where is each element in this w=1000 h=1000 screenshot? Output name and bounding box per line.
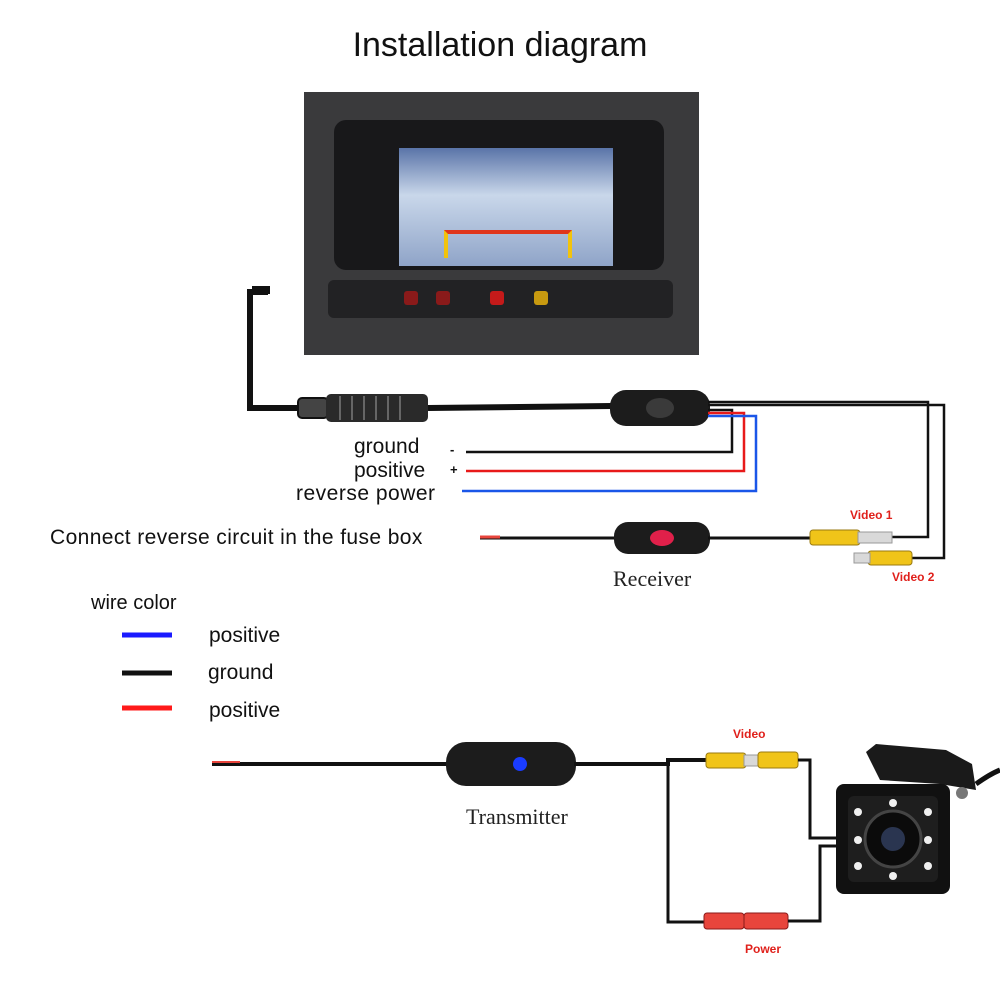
video1-label: Video 1	[850, 508, 893, 522]
camera-video-rca	[705, 752, 747, 769]
video2-wire	[708, 403, 946, 560]
unlock-icon	[436, 291, 450, 305]
page-title: Installation diagram	[352, 26, 648, 64]
ground-label: ground	[354, 435, 420, 458]
fuse-box-instruction: Connect reverse circuit in the fuse box	[50, 526, 423, 549]
main-cable	[427, 403, 613, 411]
video2-label: Video 2	[892, 570, 935, 584]
transmitter-unit	[446, 742, 576, 786]
parking-guide-lines	[444, 230, 572, 258]
hazard-icon	[490, 291, 504, 305]
positive-label: positive	[354, 459, 426, 482]
rear-camera	[836, 744, 1000, 894]
dashboard-monitor-image	[304, 92, 699, 355]
transmitter-output-cable	[574, 758, 710, 766]
reverse-power-label: reverse power	[296, 482, 436, 505]
positive-sign: +	[450, 462, 458, 477]
monitor-cable	[247, 289, 300, 411]
video-label: Video	[733, 727, 766, 741]
receiver-label: Receiver	[613, 566, 692, 591]
reverse-power-wire	[462, 414, 758, 493]
positive-wire	[466, 411, 746, 473]
video1-wire	[708, 400, 930, 539]
ground-wire	[466, 408, 734, 454]
video2-rca-connector	[867, 550, 913, 566]
power-label: Power	[745, 942, 782, 956]
receiver-led	[650, 530, 674, 546]
transmitter-power-loop	[666, 760, 706, 924]
reverse-camera-screen	[399, 148, 613, 266]
legend-label-positive-red: positive	[209, 699, 281, 722]
seatbelt-icon	[534, 291, 548, 305]
legend-title: wire color	[91, 592, 177, 614]
ground-sign: -	[450, 442, 455, 457]
legend-label-positive-blue: positive	[209, 624, 281, 647]
camera-power-connector	[703, 912, 745, 930]
av-connector	[297, 397, 329, 419]
lock-icon	[404, 291, 418, 305]
legend-label-ground: ground	[208, 661, 274, 684]
transmitter-label: Transmitter	[466, 804, 568, 829]
video1-rca-connector	[809, 529, 861, 546]
transmitter-led	[513, 757, 527, 771]
